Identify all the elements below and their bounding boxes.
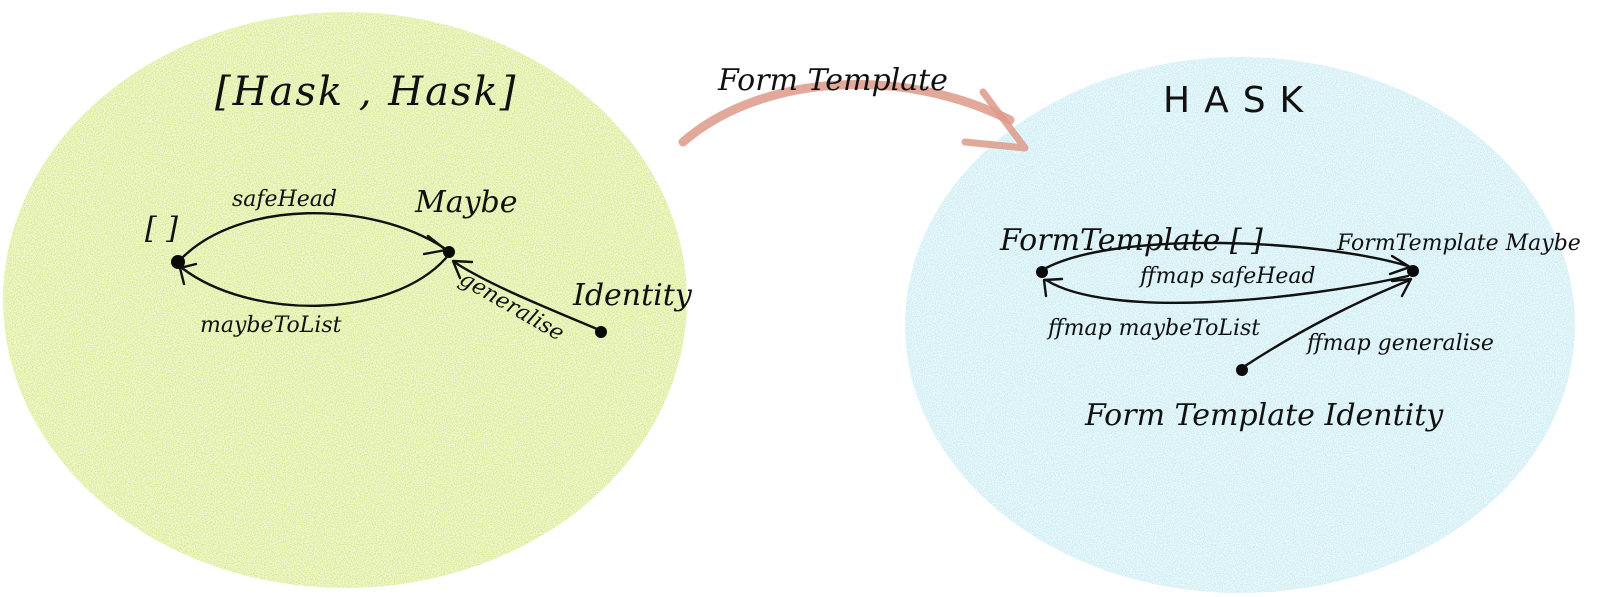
right-edge-safehead-arrowhead-icon xyxy=(1388,254,1412,276)
left-edge-safehead xyxy=(180,212,446,260)
functor-arrowhead-icon xyxy=(961,88,1029,152)
left-edge-maybetolist-arrowhead-icon xyxy=(178,262,198,286)
right-label-maybetolist: ffmap maybeToList xyxy=(1046,316,1260,341)
right-edge-safehead xyxy=(1044,241,1410,270)
left-object-identity: Identity xyxy=(572,278,693,313)
right-category-title: HASK xyxy=(1163,80,1317,121)
left-edge-safehead-arrowhead-icon xyxy=(422,234,448,256)
right-label-safehead: ffmap safeHead xyxy=(1138,264,1316,289)
left-edge-maybetolist xyxy=(180,256,448,307)
right-object-identity: Form Template Identity xyxy=(1084,398,1444,433)
right-object-maybe: FormTemplate Maybe xyxy=(1336,231,1581,256)
right-edge-generalise xyxy=(1243,278,1412,368)
left-label-maybetolist: maybeToList xyxy=(200,313,342,338)
left-label-safehead: safeHead xyxy=(232,187,337,212)
functor-arrow xyxy=(678,80,1015,147)
right-node-list xyxy=(1036,266,1048,278)
left-category-blob xyxy=(3,12,687,588)
left-object-list: [ ] xyxy=(145,211,178,246)
left-category-title: [Hask , Hask] xyxy=(215,69,517,115)
left-edge-generalise xyxy=(452,260,599,331)
right-edge-generalise-arrowhead-icon xyxy=(1390,277,1413,298)
functor-label: Form Template xyxy=(717,63,948,98)
right-object-list: FormTemplate [ ] xyxy=(999,223,1263,258)
right-category-blob xyxy=(905,57,1575,593)
right-edge-maybetolist-arrowhead-icon xyxy=(1042,277,1064,298)
left-object-maybe: Maybe xyxy=(414,185,518,220)
right-label-generalise: ffmap generalise xyxy=(1305,331,1494,356)
right-edge-maybetolist xyxy=(1044,274,1410,304)
left-edge-generalise-arrowhead-icon xyxy=(451,259,474,280)
